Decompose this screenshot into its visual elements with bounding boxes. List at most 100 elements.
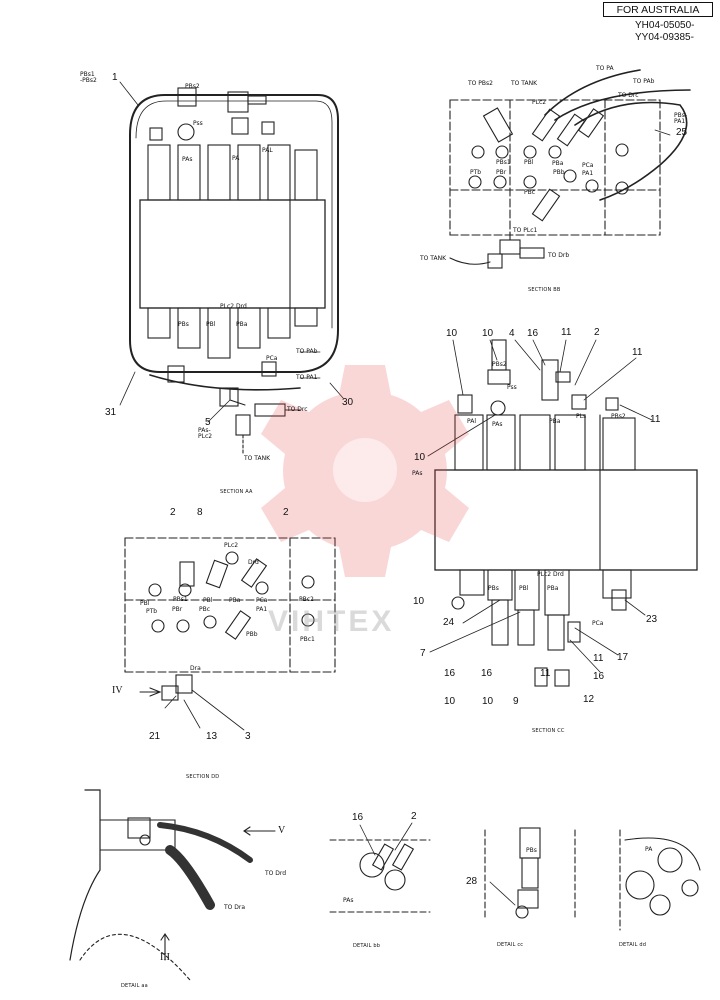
callout-cc-4: 4 [509,328,515,339]
caption-section-cc: SECTION CC [532,728,565,734]
label-pss: Pss [193,120,203,127]
label-pca-bb: PCa [582,162,594,169]
label-dd-pa1: PA1 [256,606,268,613]
label-pbs1-pbs2: PBs1 -PBs2 [80,71,97,84]
label-to-drc-bb: TO Drc [618,92,639,99]
label-pbc-bb: PBc [524,189,536,196]
label-pal: PAL [262,147,273,154]
callout-cc-24: 24 [443,617,455,628]
label-pa1-bb: PA1 [582,170,594,177]
caption-detail-cc: DETAIL cc [497,942,524,948]
label-to-tank-bb: TO TANK [511,80,538,87]
market-label-box: FOR AUSTRALIA [603,2,713,17]
label-dd-pbb: PBb [246,631,258,638]
label-pbl: PBl [206,321,216,328]
label-cc-pca: PCa [592,620,604,627]
label-pbs1-bb: PBs1 [496,159,511,166]
label-pbb-bb: PBb [553,169,565,176]
label-pas-plc2: PAs- PLc2 [198,427,213,440]
label-to-pa-bb: TO PA [596,65,614,72]
label-cc-pba-2: PBa [547,585,559,592]
callout-cc-2: 2 [594,327,600,338]
caption-detail-aa: DETAIL aa [121,983,148,989]
label-to-pbs2: TO PBs2 [468,80,493,87]
label-dd-drd: Drd [248,559,259,566]
detail-cc-drawing [484,827,576,921]
callout-cc-7: 7 [420,648,426,659]
callout-detail-bb-16: 16 [352,812,364,823]
label-dd-pbr: PBr [172,606,183,613]
callout-detail-bb-2: 2 [411,811,417,822]
label-to-plc1: TO PLc1 [513,227,538,234]
label-dd-pca: PCa [256,597,268,604]
label-cc-pbs2-b: PBs2 [611,413,626,420]
view-arrow-iii: III [160,952,170,963]
callout-dd-2-a: 2 [170,507,176,518]
callout-cc-23: 23 [646,614,658,625]
caption-section-aa: SECTION AA [220,489,253,495]
callout-31: 31 [105,407,117,418]
section-bb-drawing [449,69,691,269]
detail-aa-drawing [69,789,276,981]
callout-cc-11-e: 11 [540,668,551,679]
label-to-pab: TO PAb [296,348,318,355]
caption-section-dd: SECTION DD [186,774,220,780]
label-to-dra-aa: TO Dra [224,904,246,911]
callout-cc-17: 17 [617,652,629,663]
section-aa-drawing [119,81,344,456]
callout-cc-11-a: 11 [561,327,572,338]
callout-detail-cc-28: 28 [466,876,478,887]
label-plc2-bb: PLc2 [532,99,547,106]
label-to-tank-bb-2: TO TANK [420,255,447,262]
detail-bb-drawing [329,822,431,913]
label-dd-pbc: PBc [199,606,211,613]
caption-section-bb: SECTION BB [528,287,561,293]
label-dd-pbl-2: PBl [140,600,150,607]
label-detail-cc-pbs: PBs [526,847,537,854]
callout-dd-3: 3 [245,731,251,742]
label-pa: PA [232,155,240,162]
serial-range-1: YH04-05050- [635,20,695,31]
label-to-drd-aa: TO Drd [265,870,287,877]
callout-cc-10-f: 10 [444,696,456,707]
serial-range-2: YY04-09385- [635,32,694,43]
label-detail-bb-pas: PAs [343,897,354,904]
callout-cc-16-b: 16 [444,668,456,679]
callout-cc-16-d: 16 [593,671,605,682]
section-dd-drawing [124,537,336,731]
view-arrow-iv: IV [112,685,123,696]
label-dd-pbl: PBl [203,597,213,604]
callout-cc-10-d: 10 [413,596,425,607]
view-arrow-v: V [278,825,286,836]
label-ptb-bb: PTb [470,169,482,176]
label-cc-pls: PLs [576,413,587,420]
label-pbl-bb: PBl [524,159,534,166]
label-to-drb: TO Drb [548,252,570,259]
callout-cc-10-a: 10 [446,328,458,339]
label-to-tank: TO TANK [244,455,271,462]
label-cc-pbs2: PBs2 [492,361,507,368]
label-pbs2: PBs2 [185,83,200,90]
caption-detail-bb: DETAIL bb [353,943,381,949]
label-to-pa1: TO PA1 [296,374,318,381]
label-dd-pbs1: PBs1 [173,596,188,603]
label-cc-pas: PAs [492,421,503,428]
label-dd-pba: PBa [229,597,241,604]
label-cc-plc2-drd: PLc2 Drd [537,571,564,578]
label-cc-pbl: PBl [519,585,529,592]
callout-dd-2-b: 2 [283,507,289,518]
label-detail-dd-pa: PA [645,846,653,853]
label-dd-plc2: PLc2 [224,542,239,549]
label-pbs-pa1: PBs- PA1 [674,112,688,125]
label-cc-pas-side: PAs [412,470,423,477]
label-dd-pbc1: PBc1 [300,636,315,643]
callout-cc-16-c: 16 [481,668,493,679]
callout-dd-13: 13 [206,731,218,742]
label-plc2-drd: PLc2 Drd [220,303,247,310]
label-dd-pbc2: PBc2 [299,596,314,603]
callout-cc-11-d: 11 [593,653,604,664]
label-pba-bb: PBa [552,160,564,167]
callout-25: 25 [676,127,688,138]
label-to-pab-bb: TO PAb [633,78,655,85]
